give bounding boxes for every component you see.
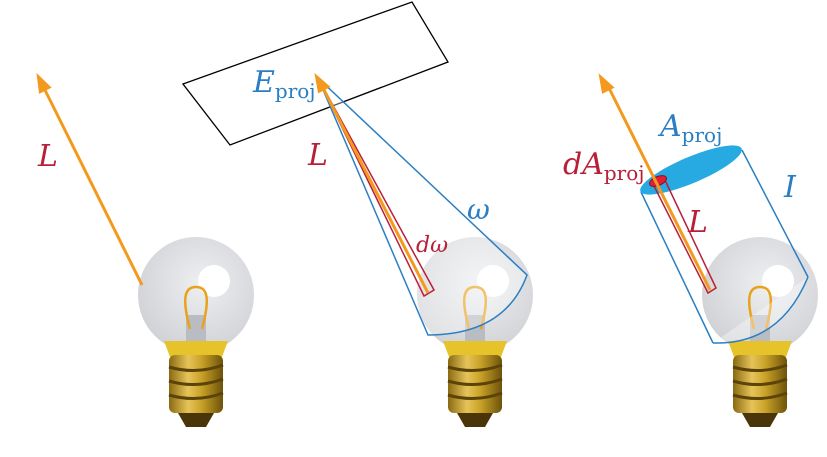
projected-area-label: Aproj bbox=[657, 109, 722, 147]
left-panel: L bbox=[36, 72, 256, 429]
differential-solid-angle-cone bbox=[317, 77, 436, 298]
left-radiance-ray bbox=[38, 79, 144, 286]
left-radiance-label: L bbox=[37, 139, 58, 174]
middle-panel: Eproj L ω dω bbox=[181, 1, 535, 429]
differential-area-tube bbox=[651, 177, 717, 295]
differential-area-label: dAproj bbox=[563, 147, 644, 185]
right-ray-arrowhead bbox=[598, 73, 615, 94]
middle-ray-arrowhead bbox=[314, 72, 331, 94]
left-ray-arrowhead bbox=[36, 72, 52, 94]
middle-radiance-label: L bbox=[307, 138, 328, 173]
differential-solid-angle-label: dω bbox=[416, 233, 448, 258]
intensity-tube-bottom bbox=[712, 276, 809, 344]
right-radiance-label: L bbox=[687, 205, 708, 240]
intensity-tube-edges bbox=[640, 149, 809, 344]
solid-angle-label: ω bbox=[467, 193, 490, 226]
left-lightbulb-icon bbox=[136, 235, 256, 429]
solid-angle-cone bbox=[317, 77, 528, 336]
intensity-label: I bbox=[783, 170, 797, 205]
right-radiance-ray bbox=[604, 81, 712, 291]
right-panel: Aproj dAproj L I bbox=[563, 73, 820, 429]
middle-radiance-ray bbox=[320, 85, 430, 294]
irradiance-label: Eproj bbox=[252, 65, 316, 103]
projection-plane bbox=[181, 1, 449, 146]
